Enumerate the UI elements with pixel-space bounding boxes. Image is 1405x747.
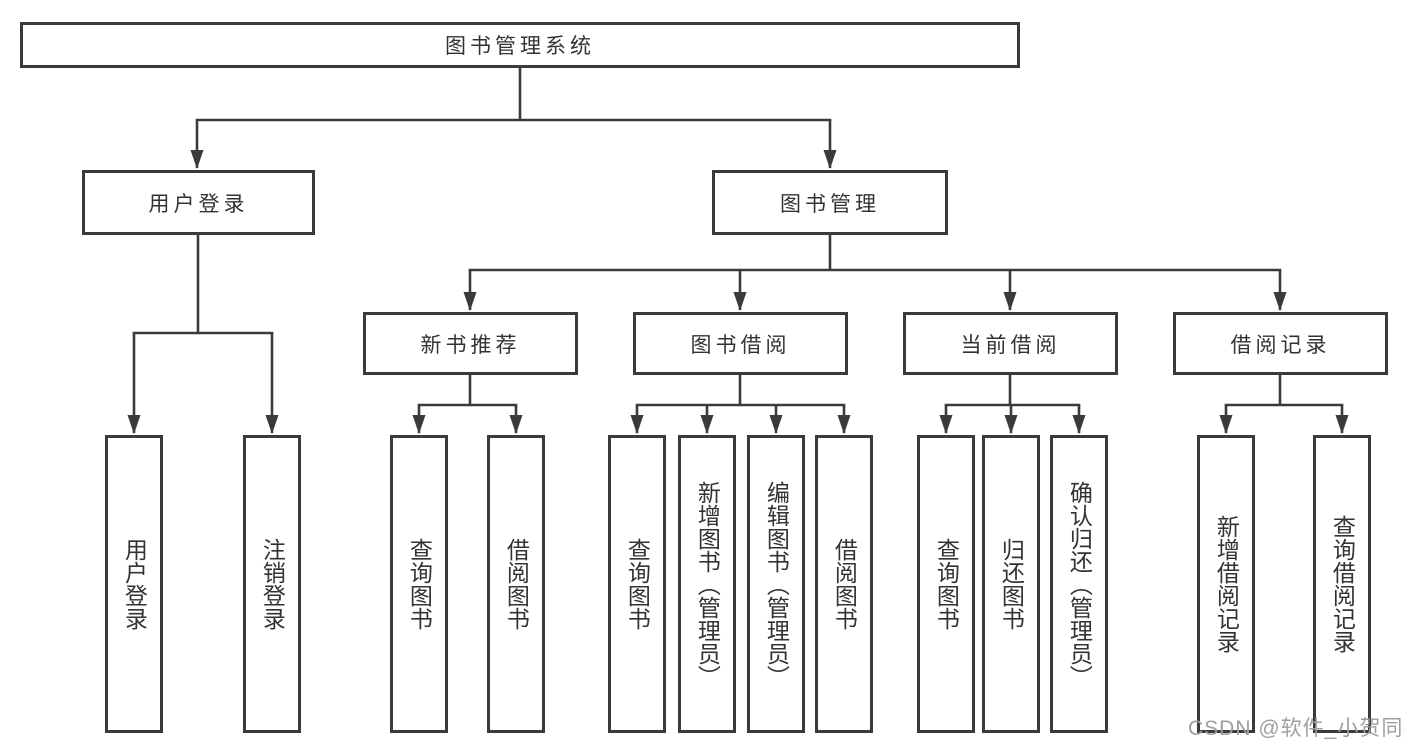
node-root-library-system: 图书管理系统 xyxy=(20,22,1020,68)
leaf-edit-books-admin: 编辑图书（管理员） xyxy=(747,435,805,733)
node-book-management: 图书管理 xyxy=(712,170,948,235)
leaf-user-login: 用户登录 xyxy=(105,435,163,733)
leaf-borrow-books: 借阅图书 xyxy=(815,435,873,733)
leaf-query-borrow-record: 查询借阅记录 xyxy=(1313,435,1371,733)
node-user-login: 用户登录 xyxy=(82,170,315,235)
csdn-watermark: CSDN @软件_小贺同学 xyxy=(1188,717,1405,740)
leaf-query-books-borrow: 查询图书 xyxy=(608,435,666,733)
leaf-borrow-books-recommend: 借阅图书 xyxy=(487,435,545,733)
leaf-return-books: 归还图书 xyxy=(982,435,1040,733)
leaf-add-borrow-record: 新增借阅记录 xyxy=(1197,435,1255,733)
leaf-query-books-recommend: 查询图书 xyxy=(390,435,448,733)
leaf-logout: 注销登录 xyxy=(243,435,301,733)
leaf-confirm-return-admin: 确认归还（管理员） xyxy=(1050,435,1108,733)
node-current-borrow: 当前借阅 xyxy=(903,312,1118,375)
leaf-query-books-current: 查询图书 xyxy=(917,435,975,733)
node-book-borrow: 图书借阅 xyxy=(633,312,848,375)
node-new-book-recommend: 新书推荐 xyxy=(363,312,578,375)
node-borrow-records: 借阅记录 xyxy=(1173,312,1388,375)
leaf-add-books-admin: 新增图书（管理员） xyxy=(678,435,736,733)
